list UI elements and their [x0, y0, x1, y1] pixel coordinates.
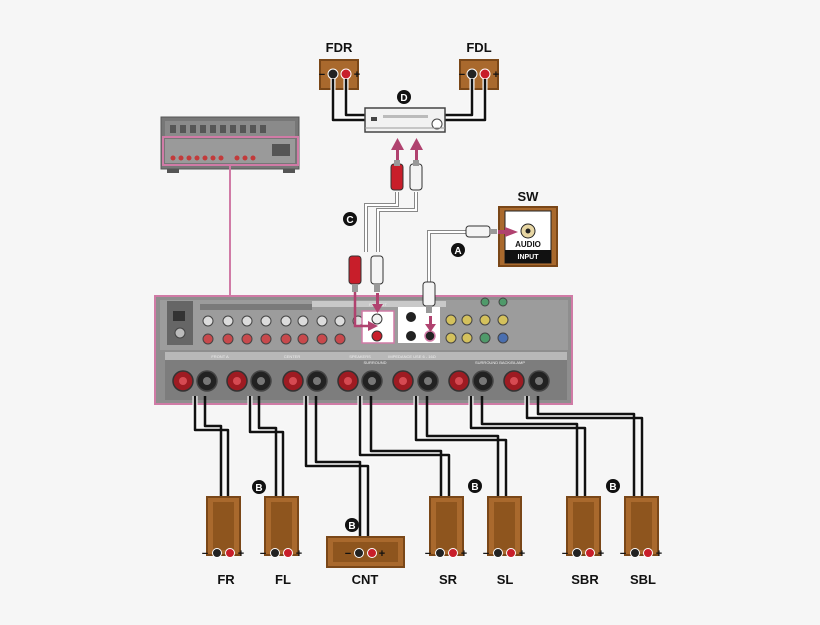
svg-text:+: +: [238, 548, 244, 560]
marker-b-center: B: [345, 518, 359, 532]
speaker-cnt: − +: [326, 536, 405, 568]
marker-a: A: [451, 243, 465, 257]
impedance-label: IMPEDANCE USE 6 - 16Ω: [388, 354, 435, 359]
speaker-terminals: [172, 370, 550, 392]
preout-white-jack: [371, 313, 383, 325]
surround-back-label: SURROUND BACK/BI-AMP: [475, 360, 525, 365]
marker-b-left: B: [252, 480, 266, 494]
receiver-thumbnail: [160, 116, 300, 173]
label-sbl: SBL: [630, 572, 656, 587]
svg-text:+: +: [461, 548, 467, 560]
center-label: CENTER: [284, 354, 301, 359]
svg-text:+: +: [519, 548, 525, 560]
front-a-label: FRONT A: [211, 354, 229, 359]
svg-text:B: B: [348, 521, 355, 532]
svg-text:+: +: [656, 548, 662, 560]
label-sl: SL: [497, 572, 514, 587]
power-amplifier: [364, 107, 446, 133]
marker-b-surround: B: [468, 479, 482, 493]
svg-text:−: −: [562, 548, 568, 560]
svg-text:+: +: [296, 548, 302, 560]
svg-text:+: +: [493, 69, 499, 81]
marker-b-back: B: [606, 479, 620, 493]
svg-text:+: +: [598, 548, 604, 560]
speaker-fdl: − +: [459, 59, 499, 90]
subwoofer-audio-label: AUDIO: [515, 240, 541, 249]
label-cnt: CNT: [352, 572, 379, 587]
label-fdr: FDR: [326, 40, 353, 55]
svg-text:−: −: [425, 548, 431, 560]
marker-c: C: [343, 212, 357, 226]
svg-text:B: B: [255, 483, 262, 494]
surround-label: SURROUND: [363, 360, 386, 365]
subwoofer-out-jack: [424, 330, 436, 342]
speaker-sr: − +: [425, 496, 467, 560]
subwoofer-input-label: INPUT: [518, 254, 540, 261]
subwoofer-cable-a: [422, 225, 518, 332]
floor-speakers: − + − + − + − + − +: [202, 496, 662, 568]
subwoofer: AUDIO INPUT: [498, 206, 558, 267]
svg-text:+: +: [379, 548, 385, 560]
svg-text:C: C: [346, 215, 353, 226]
svg-text:+: +: [354, 69, 360, 81]
label-sw: SW: [518, 189, 540, 204]
svg-text:B: B: [609, 482, 616, 493]
speaker-fl: − +: [260, 496, 302, 560]
speaker-fr: − +: [202, 496, 244, 560]
label-sbr: SBR: [571, 572, 599, 587]
svg-text:−: −: [620, 548, 626, 560]
rca-cable-c: [348, 160, 423, 331]
speaker-fdr: − +: [319, 59, 360, 90]
speaker-sbr: − +: [562, 496, 604, 560]
svg-text:B: B: [471, 482, 478, 493]
speaker-sl: − +: [483, 496, 525, 560]
amp-input-arrows: [391, 138, 423, 163]
preout-red-jack: [371, 330, 383, 342]
receiver-rear-panel: PRE OUT FRONT A CENTER SPEAKERS IMPEDANC…: [154, 295, 573, 405]
label-fdl: FDL: [466, 40, 491, 55]
svg-text:−: −: [345, 548, 351, 560]
label-fl: FL: [275, 572, 291, 587]
svg-text:−: −: [483, 548, 489, 560]
svg-text:A: A: [454, 246, 461, 257]
svg-text:−: −: [260, 548, 266, 560]
marker-d: D: [397, 90, 411, 104]
svg-text:−: −: [319, 69, 325, 81]
speakers-label: SPEAKERS: [349, 354, 371, 359]
front-high-wires: [330, 79, 488, 123]
svg-text:−: −: [202, 548, 208, 560]
label-sr: SR: [439, 572, 458, 587]
svg-text:−: −: [459, 69, 465, 81]
svg-text:D: D: [400, 93, 407, 104]
label-fr: FR: [217, 572, 235, 587]
speaker-sbl: − +: [620, 496, 662, 560]
